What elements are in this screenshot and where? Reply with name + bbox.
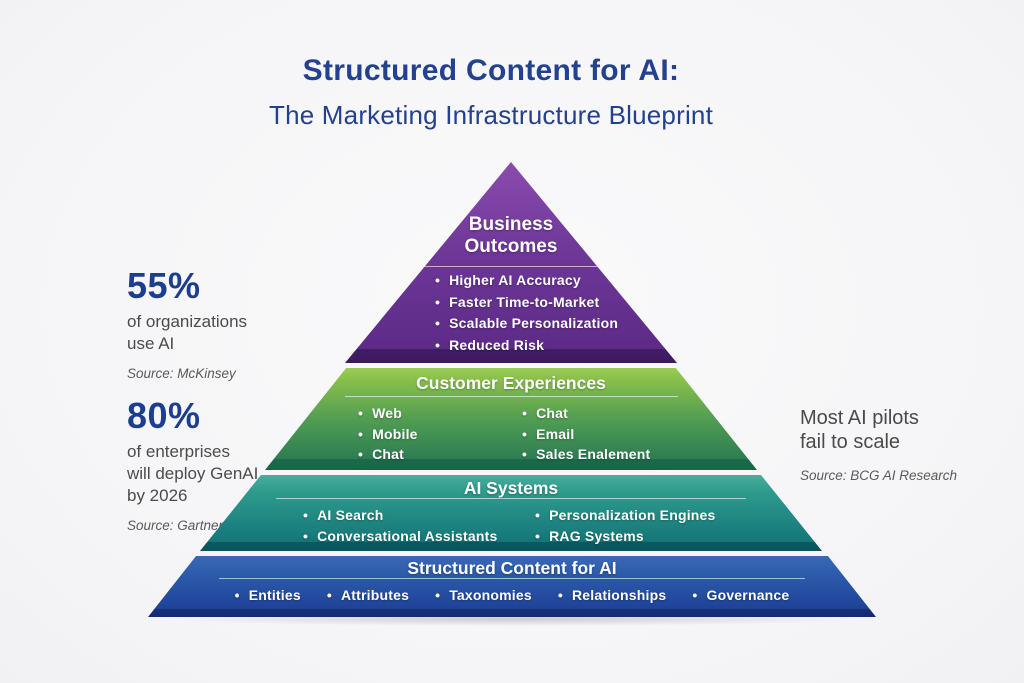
bullet-item: RAG Systems [535,526,716,547]
stat-value: 55% [127,265,201,306]
page-subtitle: The Marketing Infrastructure Blueprint [268,100,713,130]
bullet-item: AI Search [303,505,497,526]
bullet-item: Personalization Engines [535,505,716,526]
stat-description-line: will deploy GenAI [127,464,259,483]
page-title: Structured Content for AI: [302,54,680,87]
bullet-item: Mobile [358,424,418,445]
layer-bullet-column: Web Mobile Chat [358,403,418,465]
pyramid-layer-ai-systems: AI Systems AI Search Conversational Assi… [200,475,822,551]
bullet-item: Taxonomies [435,587,532,603]
stat-source: Source: McKinsey [127,366,236,381]
stat-description: of enterprises will deploy GenAI by 2026 [127,441,258,507]
bullet-item: Sales Enalement [522,444,650,465]
bullet-item: Reduced Risk [435,335,618,357]
layer-divider [219,578,805,579]
stat-description: of organizations use AI [127,311,247,355]
bullet-item: Web [358,403,418,424]
pyramid-layer-business-outcomes: Business Outcomes Higher AI Accuracy Fas… [345,162,677,363]
layer-bullet-column: AI Search Conversational Assistants [303,505,497,547]
bullet-item: Scalable Personalization [435,313,618,335]
layer-title: AI Systems [463,478,559,498]
note-line: Most AI pilots [800,407,919,429]
layer-divider [421,266,601,267]
bullet-item: Chat [358,444,418,465]
layer-title-line: Outcomes [464,236,558,257]
layer-title: Customer Experiences [416,373,606,393]
pyramid-layer-customer-experiences: Customer Experiences Web Mobile Chat Cha… [265,368,757,470]
stat-description-line: of enterprises [127,442,230,461]
layer-bullet-column: Personalization Engines RAG Systems [535,505,716,547]
bullet-item: Attributes [327,587,409,603]
bullet-item: Conversational Assistants [303,526,497,547]
stat-description-line: of organizations [127,312,248,331]
stat-genai-deployment: 80% of enterprises will deploy GenAI by … [127,395,258,534]
bullet-item: Chat [522,403,650,424]
pyramid-layer-structured-content: Structured Content for AI Entities Attri… [148,556,876,617]
layer-divider [345,396,678,397]
bullet-item: Higher AI Accuracy [435,270,618,292]
bullet-item: Faster Time-to-Market [435,292,618,314]
layer-bullet-row: Entities Attributes Taxonomies Relations… [148,587,876,603]
stat-description-line: use AI [127,334,175,353]
layer-title: Business Outcomes [345,214,677,258]
note-ai-pilots: Most AI pilots fail to scale Source: BCG… [800,406,957,483]
stat-source: Source: Gartner [127,518,224,533]
layer-bullet-column: Chat Email Sales Enalement [522,403,650,465]
stat-description-line: by 2026 [127,486,188,505]
layer-title: Structured Content for AI [407,558,617,578]
layer-divider [276,498,746,499]
header: Structured Content for AI: The Marketing… [0,54,982,131]
note-source: Source: BCG AI Research [800,468,958,483]
stat-ai-adoption: 55% of organizations use AI Source: McKi… [127,265,247,382]
bullet-item: Relationships [558,587,667,603]
layer-title-line: Business [468,214,554,235]
bullet-item: Governance [692,587,789,603]
note-line: fail to scale [800,431,901,453]
layer-bullet-list: Higher AI Accuracy Faster Time-to-Market… [435,270,618,356]
bullet-item: Entities [235,587,301,603]
stat-value: 80% [127,395,201,436]
bullet-item: Email [522,424,650,445]
